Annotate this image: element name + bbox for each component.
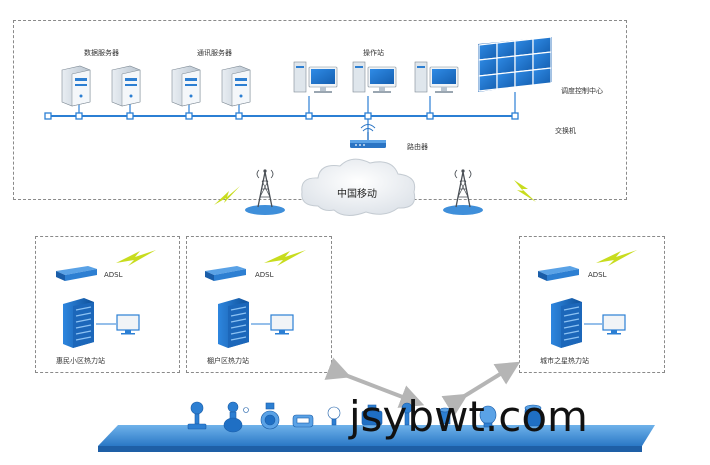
ultrasonic-meter-icon xyxy=(361,404,383,426)
signal-tower-right-icon xyxy=(443,169,483,215)
comm-server-label: 通讯服务器 xyxy=(197,49,232,57)
temperature-sensor-icon xyxy=(401,402,413,426)
router-icon xyxy=(350,124,386,148)
valve-actuator-icon xyxy=(479,405,497,428)
workstation-1-icon xyxy=(293,61,338,93)
vortex-meter-icon xyxy=(260,402,280,430)
level-meter-icon xyxy=(439,407,451,425)
station-2-adsl-label: ADSL xyxy=(255,271,274,279)
station-boundary-penghu xyxy=(186,236,332,373)
station-1-adsl-label: ADSL xyxy=(104,271,123,279)
watermark: jsybwt.com xyxy=(349,392,588,441)
station-3-name: 城市之星热力站 xyxy=(540,357,589,365)
data-flow-arrow-left xyxy=(324,357,425,408)
station-2-name: 棚户区热力站 xyxy=(207,357,249,365)
cloud-label: 中国移动 xyxy=(337,189,377,200)
tank-meter-icon xyxy=(524,404,542,427)
control-center-label: 调度控制中心 xyxy=(561,87,603,95)
video-wall-icon xyxy=(478,36,552,92)
workstation-3-icon xyxy=(414,61,459,93)
station-boundary-huimin xyxy=(35,236,180,373)
data-server-label: 数据服务器 xyxy=(84,49,119,57)
workstation-2-icon xyxy=(352,61,397,93)
station-3-devices xyxy=(538,266,626,348)
router-label: 路由器 xyxy=(407,143,428,151)
station-1-devices xyxy=(56,266,140,348)
comm-server-2-icon xyxy=(221,65,251,107)
data-server-2-icon xyxy=(111,65,141,107)
workstation-label: 操作站 xyxy=(363,49,384,57)
station-2-devices xyxy=(205,266,294,348)
switch-label: 交换机 xyxy=(555,127,576,135)
signal-tower-left-icon xyxy=(245,169,285,215)
flow-meter-icon xyxy=(187,401,207,430)
cloud-icon xyxy=(301,158,416,216)
data-server-1-icon xyxy=(61,65,91,107)
data-flow-arrow-right xyxy=(441,361,521,417)
heat-meter-icon xyxy=(292,414,314,428)
pressure-gauge-icon xyxy=(327,406,341,426)
comm-server-1-icon xyxy=(171,65,201,107)
station-3-adsl-label: ADSL xyxy=(588,271,607,279)
wireless-bolt-icon xyxy=(116,180,637,266)
magnetic-flowmeter-icon xyxy=(223,401,249,433)
station-boundary-city-star xyxy=(519,236,665,373)
station-1-name: 惠民小区热力站 xyxy=(56,357,105,365)
